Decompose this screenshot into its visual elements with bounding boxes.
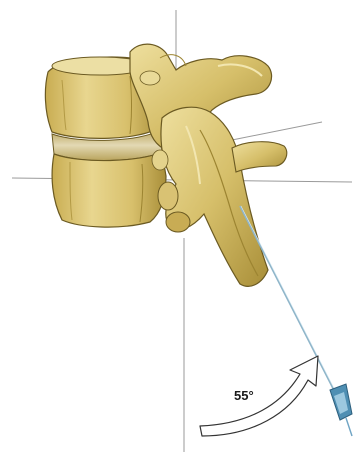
angle-label: 55°: [234, 388, 254, 403]
lower-vertebral-body: [52, 152, 166, 227]
spinal-needle: [240, 206, 352, 436]
oblique-reference-line: [232, 122, 322, 140]
curved-angle-arrow: [200, 356, 318, 436]
transverse-process: [232, 142, 287, 172]
